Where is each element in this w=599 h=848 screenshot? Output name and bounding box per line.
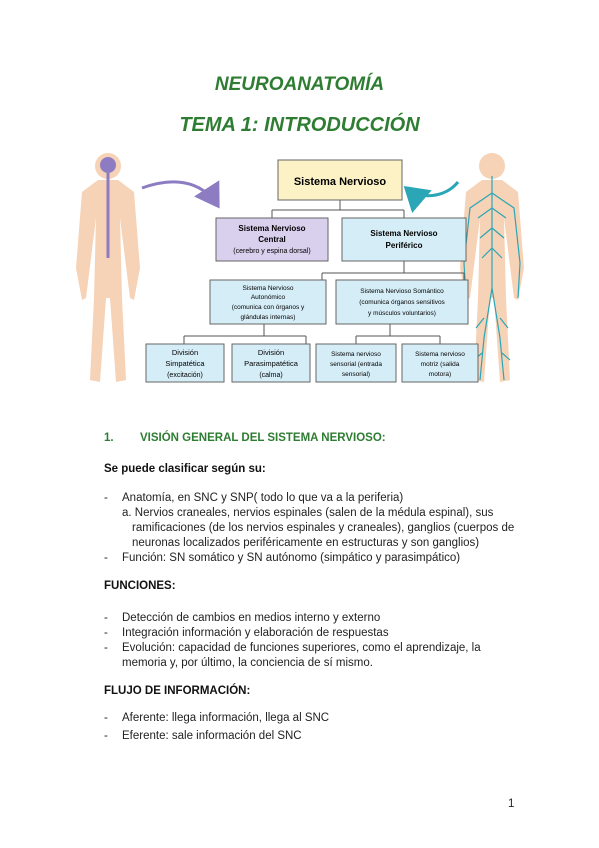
list-item-text: Eferente: sale información del SNC xyxy=(122,730,302,742)
list-item-text: Función: SN somático y SN autónomo (simp… xyxy=(122,552,461,564)
central-node-label-1: Sistema Nervioso xyxy=(238,224,305,233)
root-node: Sistema Nervioso xyxy=(277,159,403,201)
sensory-node-label-3: sensorial) xyxy=(342,371,370,378)
pns-arrow xyxy=(403,180,460,214)
autonomic-node-label-3: (comunica con órganos y xyxy=(232,304,305,311)
sympathetic-node: División Simpatética (excitación) xyxy=(145,343,225,383)
cns-arrow xyxy=(141,180,220,209)
flow-list: -Aferente: llega información, llega al S… xyxy=(104,711,524,744)
classify-heading: Se puede clasificar según su: xyxy=(104,463,266,475)
peripheral-node: Sistema Nervioso Periférico xyxy=(341,217,467,262)
list-item-continuation: memoria y, por último, la conciencia de … xyxy=(122,657,373,669)
nervous-system-diagram: Sistema Nervioso Sistema Nervioso Centra… xyxy=(76,153,524,383)
central-node-label-3: (cerebro y espina dorsal) xyxy=(233,248,310,255)
somatic-node: Sistema Nervioso Somántico (comunica órg… xyxy=(335,279,469,325)
section-title: VISIÓN GENERAL DEL SISTEMA NERVIOSO: xyxy=(140,432,386,444)
root-node-label: Sistema Nervioso xyxy=(294,176,387,188)
motor-node: Sistema nervioso motriz (salida motora) xyxy=(401,343,479,383)
list-item: -Evolución: capacidad de funciones super… xyxy=(104,642,481,654)
list-subitem-line: neuronas localizados periféricamente en … xyxy=(132,537,480,549)
human-figure-pns-icon xyxy=(460,153,524,382)
autonomic-node-label-4: glándulas internas) xyxy=(241,314,296,321)
functions-heading: FUNCIONES: xyxy=(104,580,176,592)
flow-heading: FLUJO DE INFORMACIÓN: xyxy=(104,685,251,697)
list-item: -Detección de cambios en medios interno … xyxy=(104,612,381,624)
document-subtitle: TEMA 1: INTRODUCCIÓN xyxy=(179,114,420,136)
functions-list: -Detección de cambios en medios interno … xyxy=(104,611,524,671)
list-item-text: Evolución: capacidad de funciones superi… xyxy=(122,642,481,654)
sympathetic-node-label-3: (excitación) xyxy=(167,372,203,379)
list-item: -Aferente: llega información, llega al S… xyxy=(104,712,330,724)
motor-node-label-2: motriz (salida xyxy=(421,361,460,368)
list-subitem-line: ramificaciones (de los nervios espinales… xyxy=(132,522,515,534)
sympathetic-node-label-1: División xyxy=(172,348,198,357)
autonomic-node-label-2: Autonómico xyxy=(251,294,286,301)
sensory-node: Sistema nervioso sensorial (entrada sens… xyxy=(315,343,397,383)
peripheral-node-label-1: Sistema Nervioso xyxy=(370,229,437,238)
sympathetic-node-label-2: Simpatética xyxy=(165,359,205,368)
sensory-node-label-2: sensorial (entrada xyxy=(330,361,382,368)
list-item: -Anatomía, en SNC y SNP( todo lo que va … xyxy=(104,492,404,504)
list-subitem: a. Nervios craneales, nervios espinales … xyxy=(104,506,524,551)
list-item: -Eferente: sale información del SNC xyxy=(104,730,302,742)
parasympathetic-node-label-3: (calma) xyxy=(259,372,282,379)
parasympathetic-node-label-2: Parasimpatética xyxy=(244,359,299,368)
motor-node-label-1: Sistema nervioso xyxy=(415,351,465,358)
section-heading: 1. VISIÓN GENERAL DEL SISTEMA NERVIOSO: xyxy=(104,432,386,444)
section-number: 1. xyxy=(104,432,114,444)
sensory-node-label-1: Sistema nervioso xyxy=(331,351,381,358)
central-node: Sistema Nervioso Central (cerebro y espi… xyxy=(215,217,329,262)
central-node-label-2: Central xyxy=(258,235,286,244)
somatic-node-label-2: (comunica órganos sensitivos xyxy=(359,299,445,306)
autonomic-node: Sistema Nervioso Autonómico (comunica co… xyxy=(209,279,327,325)
list-subitem-line: a. Nervios craneales, nervios espinales … xyxy=(122,507,494,519)
page-number: 1 xyxy=(508,798,515,810)
parasympathetic-node-label-1: División xyxy=(258,348,284,357)
parasympathetic-node: División Parasimpatética (calma) xyxy=(231,343,311,383)
document-title: NEUROANATOMÍA xyxy=(214,74,385,95)
peripheral-node-label-2: Periférico xyxy=(386,241,423,250)
autonomic-node-label-1: Sistema Nervioso xyxy=(243,285,294,292)
human-figure-cns-icon xyxy=(76,153,140,382)
classify-list: -Anatomía, en SNC y SNP( todo lo que va … xyxy=(104,491,524,566)
list-item-text: Anatomía, en SNC y SNP( todo lo que va a… xyxy=(122,492,404,504)
list-item: -Función: SN somático y SN autónomo (sim… xyxy=(104,552,461,564)
list-item-text: Aferente: llega información, llega al SN… xyxy=(122,712,330,724)
list-item-text: Integración información y elaboración de… xyxy=(122,627,389,639)
somatic-node-label-1: Sistema Nervioso Somántico xyxy=(360,288,444,295)
motor-node-label-3: motora) xyxy=(429,371,451,378)
somatic-node-label-3: y músculos voluntarios) xyxy=(368,310,436,317)
list-item-text: Detección de cambios en medios interno y… xyxy=(122,612,381,624)
list-item: - Integración información y elaboración … xyxy=(104,627,389,639)
